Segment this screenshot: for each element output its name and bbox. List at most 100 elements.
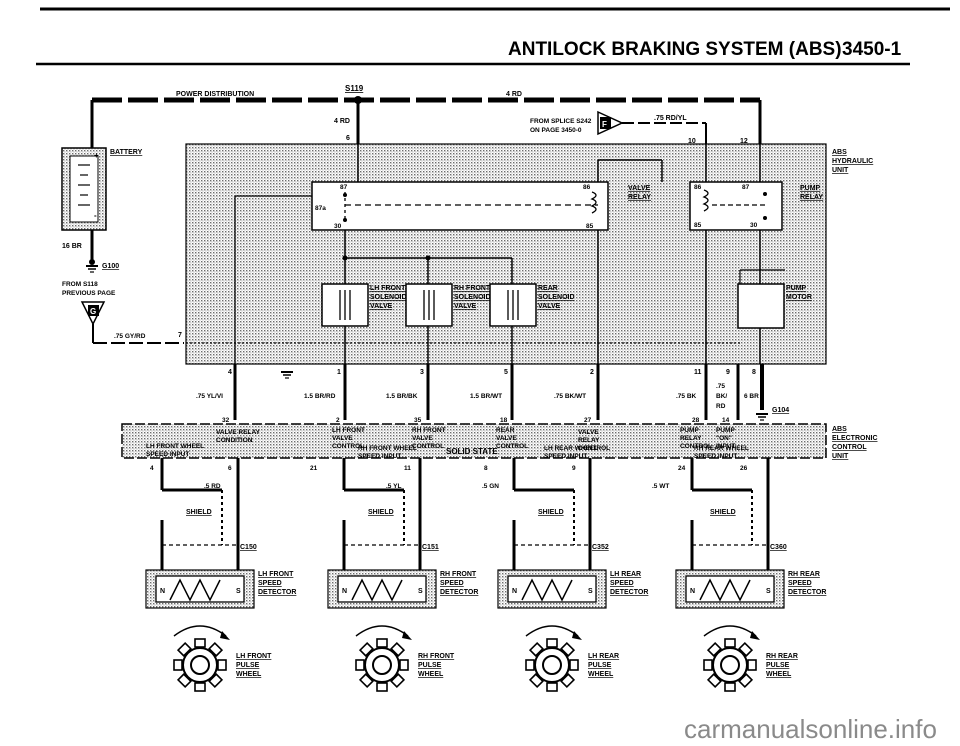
- hu-pin-3: 3: [420, 369, 424, 376]
- ecu-pin-14: 14: [722, 417, 730, 424]
- solenoid-2-line-3: VALVE: [454, 303, 477, 310]
- rh-front-sensor-group: .5 YL SHIELD C151 N S RH FRONT SPEED DET…: [327, 458, 478, 692]
- sensor-0-s: S: [236, 588, 241, 595]
- ecu-bottom-pin-11: 11: [404, 465, 411, 472]
- wire-br-rd: 1.5 BR/RD: [304, 393, 336, 400]
- sensor-1-s: S: [418, 588, 423, 595]
- rh-rear-sensor-group: .5 WT SHIELD C360 N S RH REAR SPEED DETE…: [652, 458, 826, 692]
- wheel-0-label-3: WHEEL: [236, 671, 262, 678]
- wire-bk: .75 BK: [676, 393, 697, 400]
- splice-s242-feed: FROM SPLICE S242 ON PAGE 3450-0 F .75 RD…: [530, 110, 748, 145]
- ecu-bottom-pin-21: 21: [310, 465, 318, 472]
- ecu-label-3: CONTROL: [832, 444, 867, 451]
- relay-pin-30: 30: [334, 223, 342, 230]
- connector-g-label: G: [90, 307, 96, 316]
- hu-pin-4: 4: [228, 369, 232, 376]
- ecu-pin-28: 28: [692, 417, 700, 424]
- sensor-0-label-3: DETECTOR: [258, 589, 296, 596]
- relay-pin-86: 86: [583, 184, 591, 191]
- sensor-2-wire: .5 GN: [482, 483, 499, 490]
- wire-bk-rd-b: BK/: [716, 393, 727, 400]
- ecu-rear-2: VALVE: [496, 435, 517, 442]
- wheel-2-label-3: WHEEL: [588, 671, 614, 678]
- wire-bk-rd-a: .75: [716, 383, 725, 390]
- from-s118-label: FROM S118: [62, 281, 98, 288]
- wire-bk-rd-c: RD: [716, 403, 726, 410]
- power-distribution-bus: POWER DISTRIBUTION S119 4 RD 4 RD 6: [90, 84, 762, 148]
- page-number: 3450-1: [842, 39, 902, 60]
- wheel-3-label-3: WHEEL: [766, 671, 792, 678]
- abs-electronic-control-unit: ABS ELECTRONIC CONTROL UNIT 32 2 35 18 2…: [121, 417, 878, 472]
- sensor-3-wire: .5 WT: [652, 483, 669, 490]
- ecu-vrc-1: VALVE: [578, 429, 599, 436]
- ecu-pin-27: 27: [584, 417, 592, 424]
- ecu-valve-relay-1: VALVE RELAY: [216, 429, 261, 436]
- pump-relay-pin-86: 86: [694, 184, 702, 191]
- wire-4rd-left-label: 4 RD: [334, 118, 350, 125]
- ecu-bottom-pin-6: 6: [228, 465, 232, 472]
- sensor-2-label-2: SPEED: [610, 580, 634, 587]
- ground-g100-label: G100: [102, 263, 119, 270]
- sensor-3-connector: C360: [770, 544, 787, 551]
- pin-6-label: 6: [346, 135, 350, 142]
- battery-minus: -: [94, 211, 97, 220]
- pump-relay-label-2: RELAY: [800, 194, 823, 201]
- ecu-rhfw-1: RH FRONT WHEEL: [358, 445, 417, 452]
- ecu-pin-2: 2: [336, 417, 340, 424]
- ecu-rear-3: CONTROL: [496, 443, 528, 450]
- hu-pin-2: 2: [590, 369, 594, 376]
- ecu-pin-18: 18: [500, 417, 508, 424]
- page-title: ANTILOCK BRAKING SYSTEM (ABS): [508, 39, 842, 60]
- ecu-rhf-3: CONTROL: [412, 443, 444, 450]
- abs-hydraulic-unit: ABS HYDRAULIC UNIT 87 87a 30 86 85 VALVE…: [185, 143, 873, 365]
- sensor-2-s: S: [588, 588, 593, 595]
- solenoid-1-line-2: SOLENOID: [370, 294, 407, 301]
- ecu-bottom-pin-26: 26: [740, 465, 748, 472]
- connector-f-label: F: [602, 120, 607, 129]
- ecu-pon-2: "ON": [716, 435, 732, 442]
- hu-pin-9: 9: [726, 369, 730, 376]
- from-splice-label: FROM SPLICE S242: [530, 118, 592, 125]
- wheel-1-label-2: PULSE: [418, 662, 442, 669]
- solenoid-2-line-1: RH FRONT: [454, 285, 491, 292]
- hydraulic-unit-label-3: UNIT: [832, 167, 849, 174]
- ecu-prc-2: RELAY: [680, 435, 702, 442]
- sensor-0-connector: C150: [240, 544, 257, 551]
- sensor-0-label-2: SPEED: [258, 580, 282, 587]
- relay-pin-87a: 87a: [315, 205, 326, 212]
- sensor-3-shield: SHIELD: [710, 509, 736, 516]
- lh-rear-sensor-group: .5 GN SHIELD C352 N S LH REAR SPEED DETE…: [482, 458, 648, 692]
- ecu-prc-1: PUMP: [680, 427, 699, 434]
- hu-pin-11: 11: [694, 369, 702, 376]
- relay-pin-87: 87: [340, 184, 348, 191]
- sensor-2-label-1: LH REAR: [610, 571, 641, 578]
- hydraulic-unit-label-2: HYDRAULIC: [832, 158, 873, 165]
- ecu-solid-state: SOLID STATE: [446, 447, 498, 456]
- ecu-bottom-pin-8: 8: [484, 465, 488, 472]
- sensor-1-wire: .5 YL: [386, 483, 401, 490]
- solenoid-3-line-1: REAR: [538, 285, 558, 292]
- sensor-3-label-3: DETECTOR: [788, 589, 826, 596]
- hydraulic-unit-label-1: ABS: [832, 149, 847, 156]
- sensor-3-label-1: RH REAR: [788, 571, 820, 578]
- wire-br-bk: 1.5 BR/BK: [386, 393, 418, 400]
- sensor-3-n: N: [690, 588, 695, 595]
- pump-relay-pin-87: 87: [742, 184, 750, 191]
- ecu-pin-35: 35: [414, 417, 422, 424]
- wire-yl-vi: .75 YL/VI: [196, 393, 223, 400]
- sensor-1-connector: C151: [422, 544, 439, 551]
- sensor-2-label-3: DETECTOR: [610, 589, 648, 596]
- wheel-1-label-1: RH FRONT: [418, 653, 455, 660]
- sensor-1-label-3: DETECTOR: [440, 589, 478, 596]
- sensor-1-label-2: SPEED: [440, 580, 464, 587]
- ecu-rhf-1: RH FRONT: [412, 427, 446, 434]
- pump-relay-pin-30: 30: [750, 222, 758, 229]
- ecu-lhrw-2: SPEED INPUT: [544, 453, 587, 460]
- wire-4rd-top-label: 4 RD: [506, 91, 522, 98]
- wire-16br-label: 16 BR: [62, 243, 82, 250]
- ecu-bottom-pin-24: 24: [678, 465, 686, 472]
- lh-front-sensor-group: .5 RD SHIELD C150 N S LH FRONT SPEED DET…: [145, 458, 296, 692]
- power-distribution-label: POWER DISTRIBUTION: [176, 91, 254, 98]
- ecu-vrc-2: RELAY: [578, 437, 600, 444]
